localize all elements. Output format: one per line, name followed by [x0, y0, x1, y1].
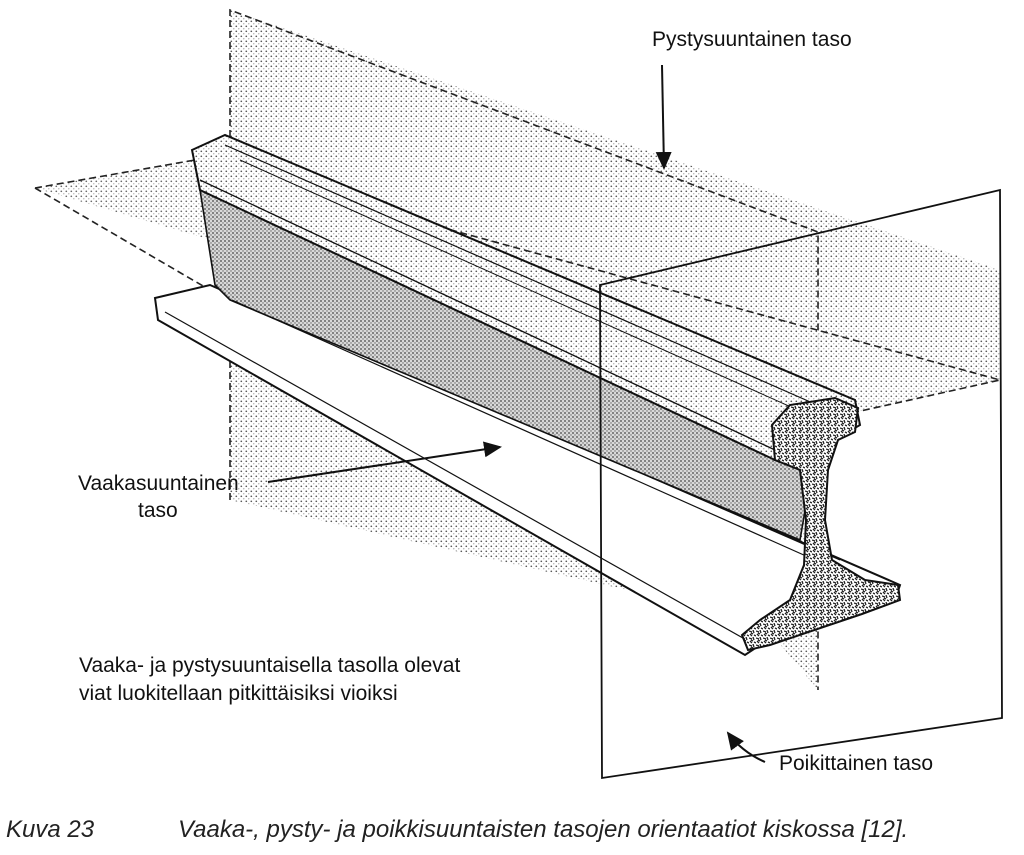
- figure-number: Kuva 23: [6, 816, 95, 843]
- note-line2: viat luokitellaan pitkittäisiksi vioiksi: [79, 682, 398, 705]
- rail: [153, 133, 902, 657]
- note-line1: Vaaka- ja pystysuuntaisella tasolla olev…: [79, 654, 460, 677]
- horizontal-plane-arrow: [267, 441, 502, 483]
- horizontal-plane-label-line2: taso: [138, 499, 178, 522]
- vertical-plane-label: Pystysuuntainen taso: [652, 28, 852, 51]
- figure-caption-text: Vaaka-, pysty- ja poikkisuuntaisten taso…: [178, 816, 909, 843]
- figure-caption: Kuva 23 Vaaka-, pysty- ja poikkisuuntais…: [0, 810, 1024, 850]
- transverse-plane-label: Poikittainen taso: [779, 752, 933, 775]
- transverse-plane-arrow: [726, 731, 766, 763]
- horizontal-plane-label-line1: Vaakasuuntainen: [78, 472, 239, 495]
- transverse-plane: [599, 188, 1003, 780]
- vertical-plane-arrow: [655, 64, 672, 170]
